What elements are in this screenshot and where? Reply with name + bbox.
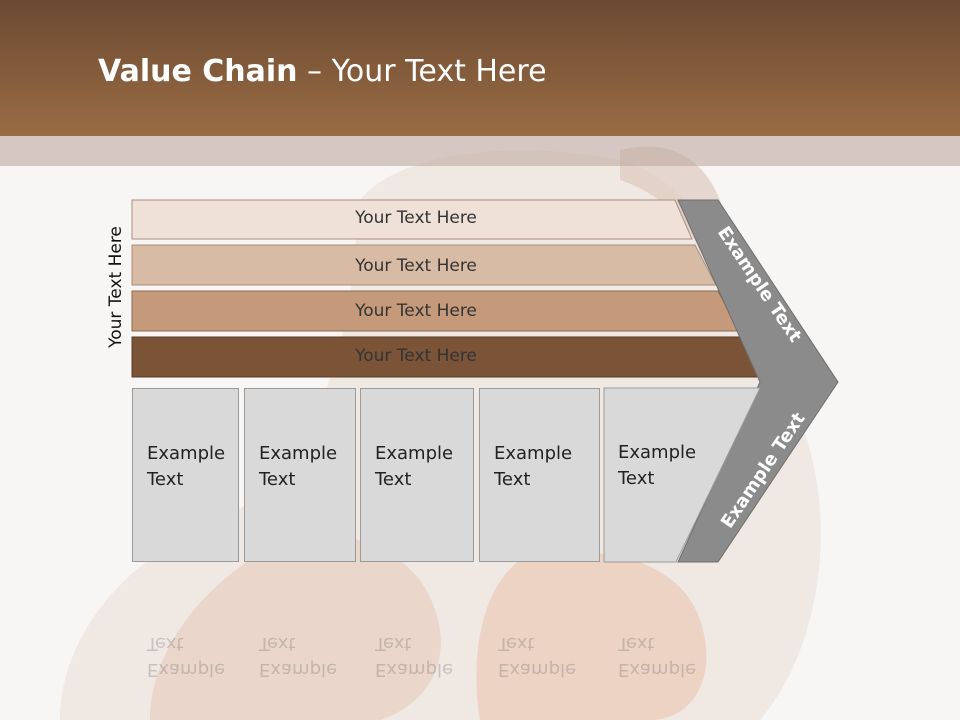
side-label: Your Text Here bbox=[106, 226, 126, 348]
header-band bbox=[0, 0, 960, 136]
title-rest: – Your Text Here bbox=[297, 54, 547, 89]
bar-label-1: Your Text Here bbox=[355, 208, 477, 228]
card-5-shape bbox=[603, 387, 761, 563]
title-bold: Value Chain bbox=[98, 54, 298, 89]
bar-label-2: Your Text Here bbox=[355, 256, 477, 276]
bar-label-4: Your Text Here bbox=[355, 346, 477, 366]
slide-title: Value Chain – Your Text Here bbox=[98, 54, 547, 89]
bar-label-3: Your Text Here bbox=[355, 301, 477, 321]
header-subband bbox=[0, 136, 960, 166]
chevron-arrow bbox=[677, 199, 839, 563]
bar-1 bbox=[131, 199, 693, 240]
